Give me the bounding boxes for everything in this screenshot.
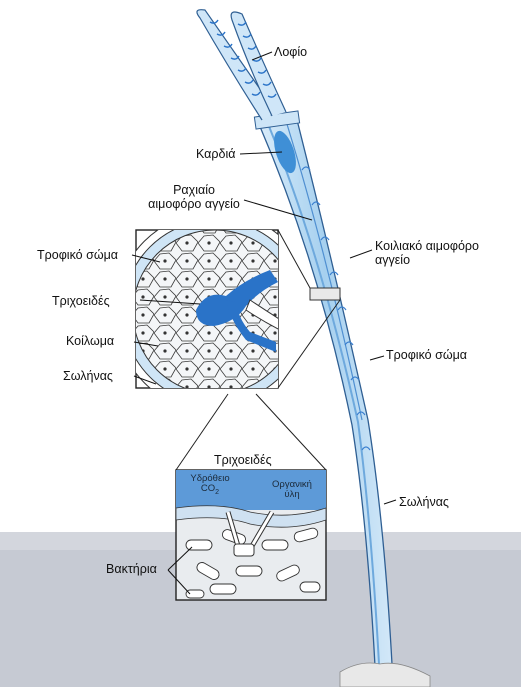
dorsal-vessel-label-line2: αιμοφόρο αγγείο bbox=[128, 197, 260, 211]
organic-matter-line2: ύλη bbox=[262, 490, 322, 500]
co2-subscript: 2 bbox=[215, 489, 219, 496]
organic-matter-label: Οργανική ύλη bbox=[262, 480, 322, 501]
ventral-vessel-label-line1: Κοιλιακό αιμοφόρο bbox=[375, 239, 479, 253]
hydrogen-sulfide-label: Υδρόθειο CO2 bbox=[184, 474, 236, 497]
plume-shape bbox=[197, 10, 286, 120]
trophosome-label-left: Τροφικό σώμα bbox=[37, 248, 118, 262]
ventral-vessel-label-line2: αγγείο bbox=[375, 253, 479, 267]
trophosome-label-right: Τροφικό σώμα bbox=[386, 348, 467, 362]
bacteria-label: Βακτήρια bbox=[106, 562, 157, 576]
ventral-vessel-label: Κοιλιακό αιμοφόρο αγγείο bbox=[375, 239, 479, 268]
capillaries-inset-label: Τριχοειδές bbox=[214, 453, 272, 467]
heart-label: Καρδιά bbox=[196, 147, 235, 161]
coelom-label: Κοίλωμα bbox=[66, 334, 114, 348]
co2-main: CO bbox=[201, 483, 215, 494]
dorsal-vessel-label: Ραχιαίο αιμοφόρο αγγείο bbox=[128, 183, 260, 212]
tube-label-right: Σωλήνας bbox=[399, 495, 449, 509]
dorsal-vessel-label-line1: Ραχιαίο bbox=[128, 183, 260, 197]
capillaries-label-left: Τριχοειδές bbox=[52, 294, 110, 308]
co2-text: CO2 bbox=[184, 484, 236, 497]
tube-label-left: Σωλήνας bbox=[63, 369, 113, 383]
plume-label: Λοφίο bbox=[274, 45, 307, 59]
